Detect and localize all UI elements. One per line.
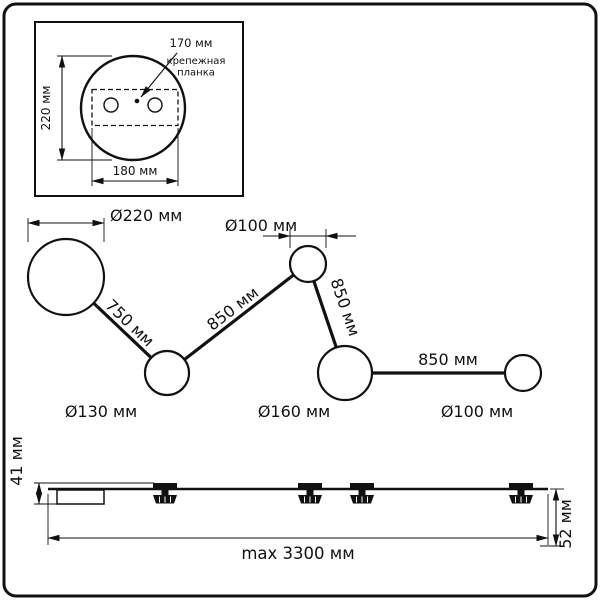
dim-label-d100-right: Ø100 мм <box>441 402 513 421</box>
plan-view: Ø220 мм 750 мм 850 мм 850 мм 850 мм Ø100… <box>26 206 543 421</box>
dim-label-d220: Ø220 мм <box>110 206 182 225</box>
bracket-label-line1: крепежная <box>167 56 226 67</box>
dim-label-d100-top: Ø100 мм <box>225 216 297 235</box>
dim-label-52: 52 мм <box>556 499 575 549</box>
mounting-hole-left <box>103 97 119 113</box>
shade-100-top <box>288 244 328 284</box>
lamp-head <box>153 483 177 504</box>
dim-label-arm3: 850 мм <box>327 276 364 339</box>
head-stem <box>358 490 366 495</box>
side-view: 41 мм 52 мм max 3300 мм <box>7 436 575 563</box>
head-stem <box>161 490 169 495</box>
center-point <box>134 98 140 104</box>
head-plate <box>298 483 322 489</box>
lamp-head <box>298 483 322 504</box>
shade-100-right <box>503 353 543 393</box>
mounting-bracket-outline <box>91 88 179 127</box>
dim-label-arm1: 750 мм <box>102 296 158 351</box>
dim-label-180: 180 мм <box>113 164 158 178</box>
head-plate <box>350 483 374 489</box>
mounting-hole-right <box>147 97 163 113</box>
leader-arrow <box>140 52 178 98</box>
dim-label-max-length: max 3300 мм <box>241 544 354 563</box>
head-plate <box>509 483 533 489</box>
lamp-head <box>350 483 374 504</box>
head-plate <box>153 483 177 489</box>
shade-130 <box>143 349 191 397</box>
dim-label-d160: Ø160 мм <box>258 402 330 421</box>
canopy-side-view <box>56 489 105 505</box>
lamp-head <box>509 483 533 504</box>
arm-2 <box>183 273 295 361</box>
arm-3 <box>312 280 338 349</box>
shade-160 <box>316 344 374 402</box>
canopy-circle <box>79 54 187 162</box>
dim-label-arm2: 850 мм <box>203 283 262 335</box>
inset-frame <box>34 21 244 197</box>
head-stem <box>517 490 525 495</box>
dim-label-220: 220 мм <box>39 86 53 131</box>
dim-label-d130: Ø130 мм <box>65 402 137 421</box>
dim-label-41: 41 мм <box>7 436 26 486</box>
canopy-inset: 170 мм крепежная планка 220 мм 180 мм <box>34 21 244 197</box>
dim-label-170: 170 мм <box>170 36 213 50</box>
dim-label-arm4: 850 мм <box>418 350 478 369</box>
bracket-label-line2: планка <box>177 68 215 79</box>
head-stem <box>306 490 314 495</box>
shade-220 <box>26 237 106 317</box>
arm-1 <box>92 301 153 360</box>
